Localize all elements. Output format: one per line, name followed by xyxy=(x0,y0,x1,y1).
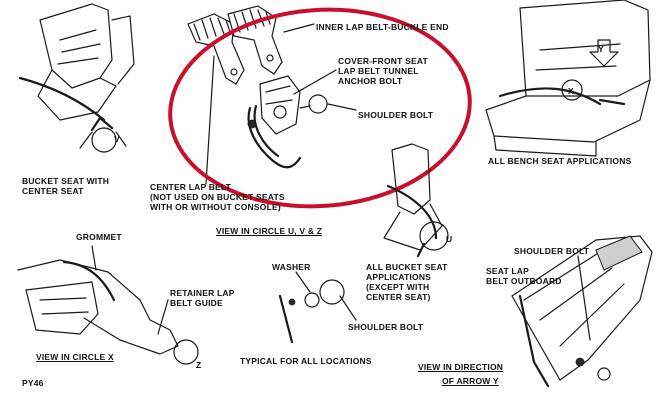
shoulder-bolt-top xyxy=(299,94,357,114)
letter-z: Z xyxy=(196,360,202,370)
center-lap-belt xyxy=(205,55,302,185)
label-retainer: RETAINER LAP BELT GUIDE xyxy=(170,288,235,308)
label-typical: TYPICAL FOR ALL LOCATIONS xyxy=(240,356,372,366)
letter-v: V xyxy=(114,134,120,144)
outboard-belt-anchor xyxy=(511,235,653,388)
label-inner-lap-belt: INNER LAP BELT-BUCKLE END xyxy=(316,22,449,32)
bench-seat-illustration xyxy=(485,0,651,157)
inner-lap-belt-buckle xyxy=(187,5,315,85)
highlight-circle xyxy=(168,7,472,209)
label-view-direction: VIEW IN DIRECTION xyxy=(418,362,504,372)
anchor-bolt-cover xyxy=(247,69,337,135)
letter-u: U xyxy=(446,234,453,244)
label-all-bench: ALL BENCH SEAT APPLICATIONS xyxy=(488,156,632,166)
label-center-lap-belt: CENTER LAP BELT (NOT USED ON BUCKET SEAT… xyxy=(150,182,285,212)
label-washer: WASHER xyxy=(272,262,311,272)
label-shoulder-bolt-top: SHOULDER BOLT xyxy=(358,110,434,120)
label-cover-front-seat: COVER-FRONT SEAT LAP BELT TUNNEL ANCHOR … xyxy=(338,56,428,86)
letter-x: X xyxy=(568,86,574,96)
label-shoulder-bolt-mid: SHOULDER BOLT xyxy=(348,322,424,332)
bucket-seat-center-illustration xyxy=(383,143,449,258)
label-grommet: GROMMET xyxy=(76,232,122,242)
label-of-arrow-y: OF ARROW Y xyxy=(442,376,499,386)
label-view-in-circle-uvz: VIEW IN CIRCLE U, V & Z xyxy=(216,226,323,236)
label-bucket-seat-center: BUCKET SEAT WITH CENTER SEAT xyxy=(22,176,110,196)
bucket-seat-illustration xyxy=(18,3,135,153)
label-shoulder-bolt-right: SHOULDER BOLT xyxy=(514,246,590,256)
label-figure-code: PY46 xyxy=(22,378,44,388)
grommet-lap-belt-guide xyxy=(17,245,199,365)
letter-y: Y xyxy=(598,44,604,54)
label-all-bucket: ALL BUCKET SEAT APPLICATIONS (EXCEPT WIT… xyxy=(366,262,448,302)
label-seat-lap-outboard: SEAT LAP BELT OUTBOARD xyxy=(486,266,562,286)
label-view-in-circle-x: VIEW IN CIRCLE X xyxy=(36,352,114,362)
washer-and-bolt xyxy=(278,271,357,344)
